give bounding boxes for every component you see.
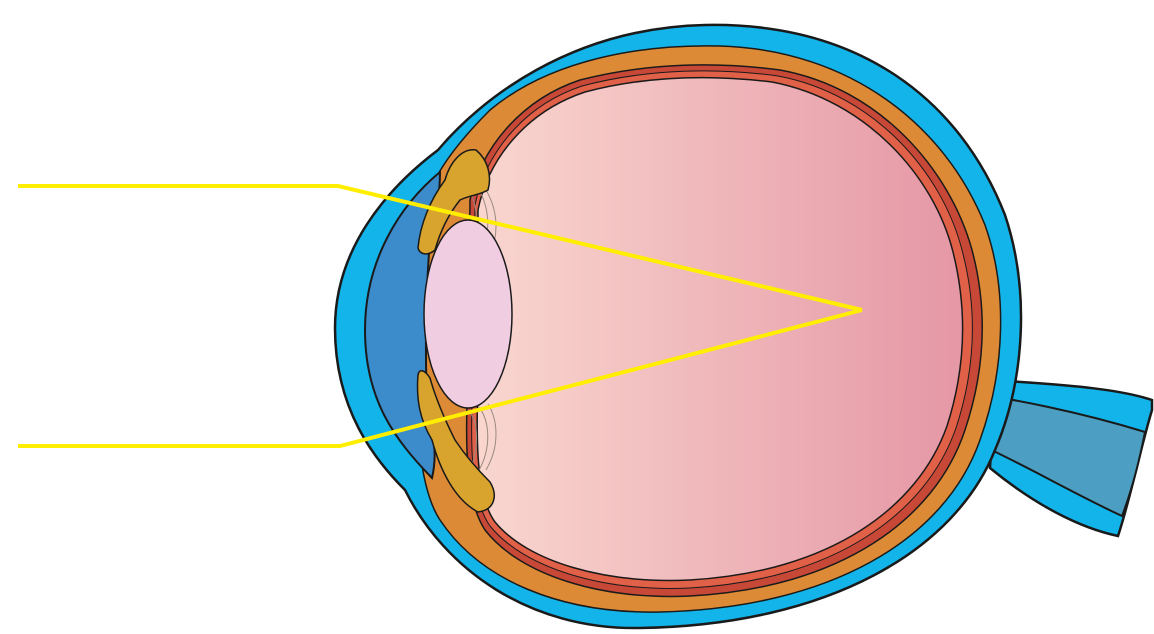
vitreous-humor [477,78,962,581]
lens [424,220,512,408]
